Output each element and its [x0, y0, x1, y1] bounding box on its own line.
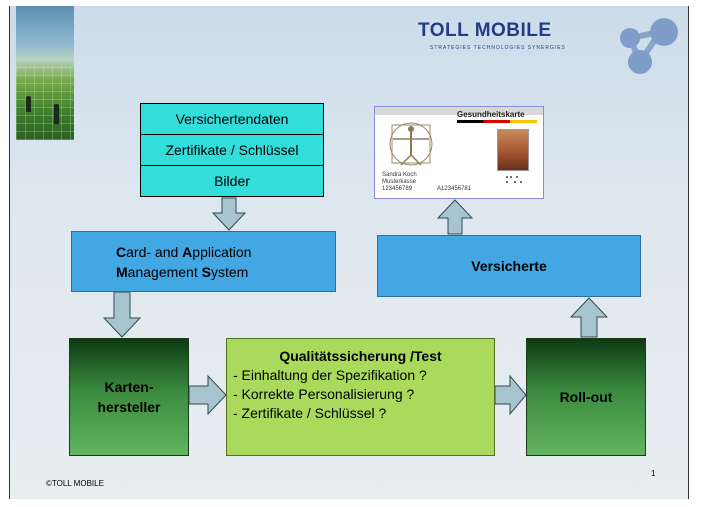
- qs-item: - Zertifikate / Schlüssel ?: [233, 405, 387, 421]
- logo-title: TOLL MOBILE: [418, 20, 552, 41]
- card-number-2: A123456781: [437, 186, 472, 192]
- health-card-image: Gesundheitskarte Sandra Koch Musterkasse…: [374, 106, 544, 199]
- molecule-logo-icon: [620, 18, 678, 74]
- kartenhersteller-line-2: hersteller: [97, 399, 161, 415]
- cams-line-2: Management System: [116, 264, 249, 280]
- vitruvian-icon: [389, 122, 433, 166]
- data-stack: Versichertendaten Zertifikate / Schlüsse…: [140, 103, 324, 197]
- qualitaetssicherung-box: Qualitätssicherung /Test - Einhaltung de…: [226, 338, 495, 456]
- qs-item: - Einhaltung der Spezifikation ?: [233, 367, 427, 383]
- qs-title: Qualitätssicherung /Test: [279, 348, 442, 364]
- arrow-down-stack: [211, 197, 247, 231]
- cams-line-1: Card- and Application: [116, 244, 252, 260]
- stack-zertifikate: Zertifikate / Schlüssel: [140, 134, 324, 166]
- arrow-up-versicherte: [436, 199, 474, 235]
- card-title: Gesundheitskarte: [457, 110, 525, 119]
- landscape-photo: . . . . . . . .: [16, 6, 74, 140]
- copyright-footer: ©TOLL MOBILE: [46, 479, 104, 488]
- card-name: Sandra Koch: [382, 172, 417, 178]
- braille-dots-icon: [506, 176, 522, 183]
- card-portrait: [497, 129, 529, 171]
- card-kasse: Musterkasse: [382, 179, 417, 185]
- arrow-down-cams: [102, 291, 142, 338]
- rollout-box: Roll-out: [526, 338, 646, 456]
- stack-bilder: Bilder: [140, 165, 324, 197]
- flag-stripe: [457, 120, 537, 123]
- kartenhersteller-line-1: Karten-: [104, 379, 154, 395]
- logo-tagline: STRATEGIES TECHNOLOGIES SYNERGIES: [430, 45, 566, 51]
- arrow-right-qs: [494, 374, 527, 416]
- arrow-up-rollout: [569, 297, 609, 338]
- cams-box: Card- and Application Management System: [71, 231, 336, 292]
- qs-item: - Korrekte Personalisierung ?: [233, 386, 415, 402]
- versicherte-box: Versicherte: [377, 235, 641, 297]
- arrow-right-karten: [188, 374, 227, 416]
- kartenhersteller-box: Karten- hersteller: [69, 338, 189, 456]
- stack-versichertendaten: Versichertendaten: [140, 103, 324, 135]
- card-number-1: 123456789: [382, 186, 413, 192]
- page-number: 1: [651, 469, 656, 478]
